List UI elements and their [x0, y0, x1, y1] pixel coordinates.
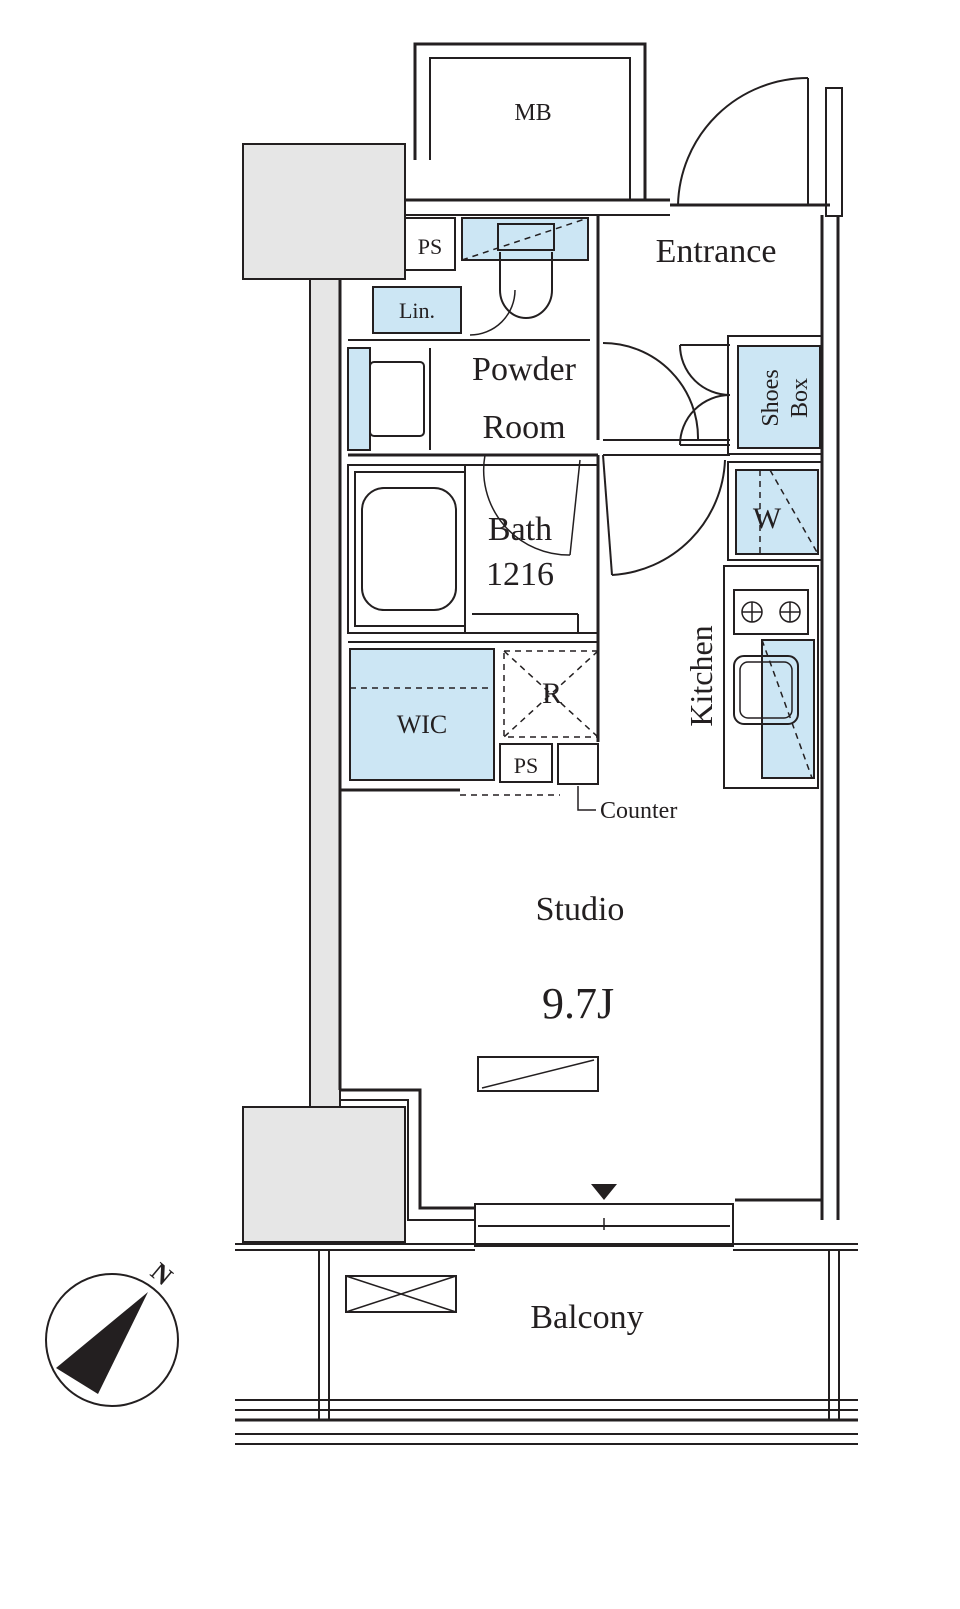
powder-room-label-2: Room: [482, 409, 565, 446]
meter-box: MB: [405, 42, 670, 216]
balcony-label: Balcony: [530, 1299, 643, 1336]
studio-label: Studio: [536, 891, 625, 928]
entrance-door[interactable]: [670, 77, 843, 217]
outdoor-unit-icon: [345, 1275, 457, 1313]
counter: Counter: [557, 743, 677, 824]
washer-label: W: [753, 502, 782, 535]
compass-icon: N: [45, 1257, 179, 1407]
pipe-space-top: PS: [404, 217, 456, 271]
studio-door[interactable]: [602, 454, 730, 576]
walk-in-closet: WIC: [340, 455, 600, 796]
shoes-box-label: Shoes: [758, 369, 784, 426]
washer-space: W: [727, 461, 823, 561]
shoes-box: Shoes Box: [679, 335, 823, 455]
studio: Studio 9.7J: [477, 891, 625, 1092]
counter-label: Counter: [600, 798, 677, 824]
powder-room-label: Powder: [472, 351, 577, 388]
entrance-label: Entrance: [656, 233, 777, 270]
ps-bottom-label: PS: [514, 753, 538, 778]
balcony: Balcony: [235, 1243, 858, 1445]
powder-room-door[interactable]: [602, 342, 730, 441]
powder-room: Powder Room: [347, 339, 598, 457]
bath-label: Bath: [488, 511, 552, 548]
pipe-space-bottom: PS: [499, 743, 553, 783]
linen-cupboard: Lin.: [372, 286, 462, 334]
refrigerator-space: R: [503, 650, 599, 738]
bath-size-label: 1216: [486, 556, 554, 593]
shoes-box-label-2: Box: [787, 378, 813, 418]
wic-label: WIC: [397, 710, 448, 739]
sink-icon: [733, 655, 799, 725]
kitchen-label: Kitchen: [683, 625, 719, 726]
refrigerator-label: R: [542, 677, 562, 710]
linen-label: Lin.: [399, 298, 435, 323]
arrow-down-icon: [591, 1184, 617, 1200]
structural-columns: [242, 143, 406, 1243]
mb-label: MB: [514, 100, 551, 126]
ps-top-label: PS: [418, 234, 442, 259]
bathroom: Bath 1216: [347, 454, 599, 634]
kitchen: Kitchen: [683, 565, 819, 789]
balcony-window[interactable]: [474, 1184, 734, 1247]
stove-icon: [733, 589, 809, 635]
toilet: [461, 217, 589, 336]
entrance: Entrance: [596, 215, 777, 440]
studio-size-label: 9.7J: [542, 979, 614, 1028]
air-conditioner-icon: [477, 1056, 599, 1092]
